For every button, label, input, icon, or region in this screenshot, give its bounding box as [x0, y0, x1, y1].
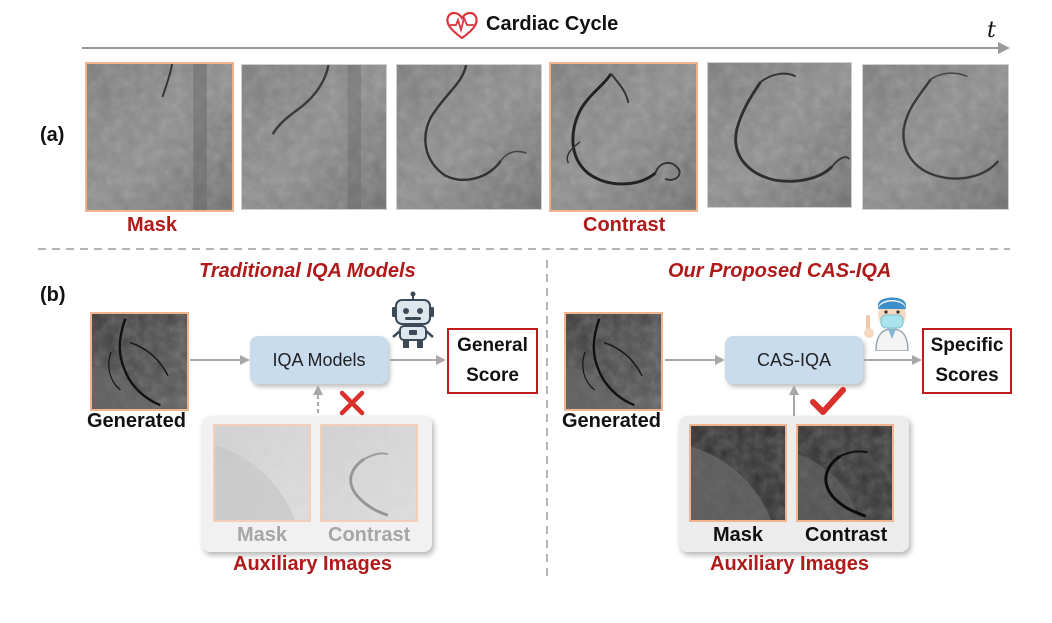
generated-label-right: Generated: [562, 410, 661, 432]
arrow-generated-to-model-left: [190, 355, 250, 365]
part-a-label: (a): [40, 124, 65, 146]
angiogram-frame-contrast: [549, 62, 698, 212]
horizontal-divider: [38, 248, 1010, 250]
traditional-title: Traditional IQA Models: [199, 260, 416, 282]
arrow-model-to-score-left: [390, 355, 446, 365]
aux-mask-label-left: Mask: [237, 524, 288, 546]
vertical-divider: [546, 260, 548, 580]
cross-icon: [339, 390, 365, 416]
aux-mask-image-right: [689, 424, 787, 522]
aux-contrast-label-left: Contrast: [328, 524, 411, 546]
frame-mask-label: Mask: [127, 214, 178, 236]
aux-contrast-image-left: [320, 424, 418, 522]
time-arrow: [82, 42, 1010, 54]
iqa-models-box: IQA Models: [250, 336, 388, 384]
aux-title-left: Auxiliary Images: [233, 553, 392, 575]
aux-mask-image-left: [213, 424, 311, 522]
angiogram-frame-mask: [85, 62, 234, 212]
proposed-title: Our Proposed CAS-IQA: [668, 260, 892, 282]
arrow-aux-to-model: [789, 385, 799, 420]
header-title: Cardiac Cycle: [486, 13, 619, 35]
specific-scores-line1: Specific: [930, 335, 1004, 356]
angiogram-frame-6: [862, 64, 1009, 210]
general-score-line2: Score: [466, 365, 519, 386]
time-axis-label: t: [987, 18, 996, 43]
doctor-icon: [864, 297, 909, 351]
aux-contrast-label-right: Contrast: [805, 524, 888, 546]
part-b-label: (b): [40, 284, 66, 306]
specific-scores-box: Specific Scores: [922, 328, 1012, 394]
aux-mask-label-right: Mask: [713, 524, 764, 546]
heart-pulse-icon: [446, 11, 478, 40]
angiogram-frame-5: [707, 62, 852, 208]
general-score-line1: General: [457, 335, 528, 356]
general-score-box: General Score: [447, 328, 538, 394]
generated-image-left: [90, 312, 189, 411]
dashed-arrow-aux-to-model: [313, 385, 323, 420]
specific-scores-line2: Scores: [935, 365, 999, 386]
angiogram-frame-3: [396, 64, 542, 210]
aux-contrast-image-right: [796, 424, 894, 522]
generated-label-left: Generated: [87, 410, 186, 432]
frame-contrast-label: Contrast: [583, 214, 666, 236]
robot-icon: [392, 291, 434, 348]
cas-iqa-box: CAS-IQA: [725, 336, 863, 384]
generated-image-right: [564, 312, 663, 411]
angiogram-frame-2: [241, 64, 387, 210]
aux-title-right: Auxiliary Images: [710, 553, 869, 575]
arrow-model-to-score-right: [864, 355, 922, 365]
check-icon: [810, 387, 846, 415]
arrow-generated-to-model-right: [665, 355, 725, 365]
